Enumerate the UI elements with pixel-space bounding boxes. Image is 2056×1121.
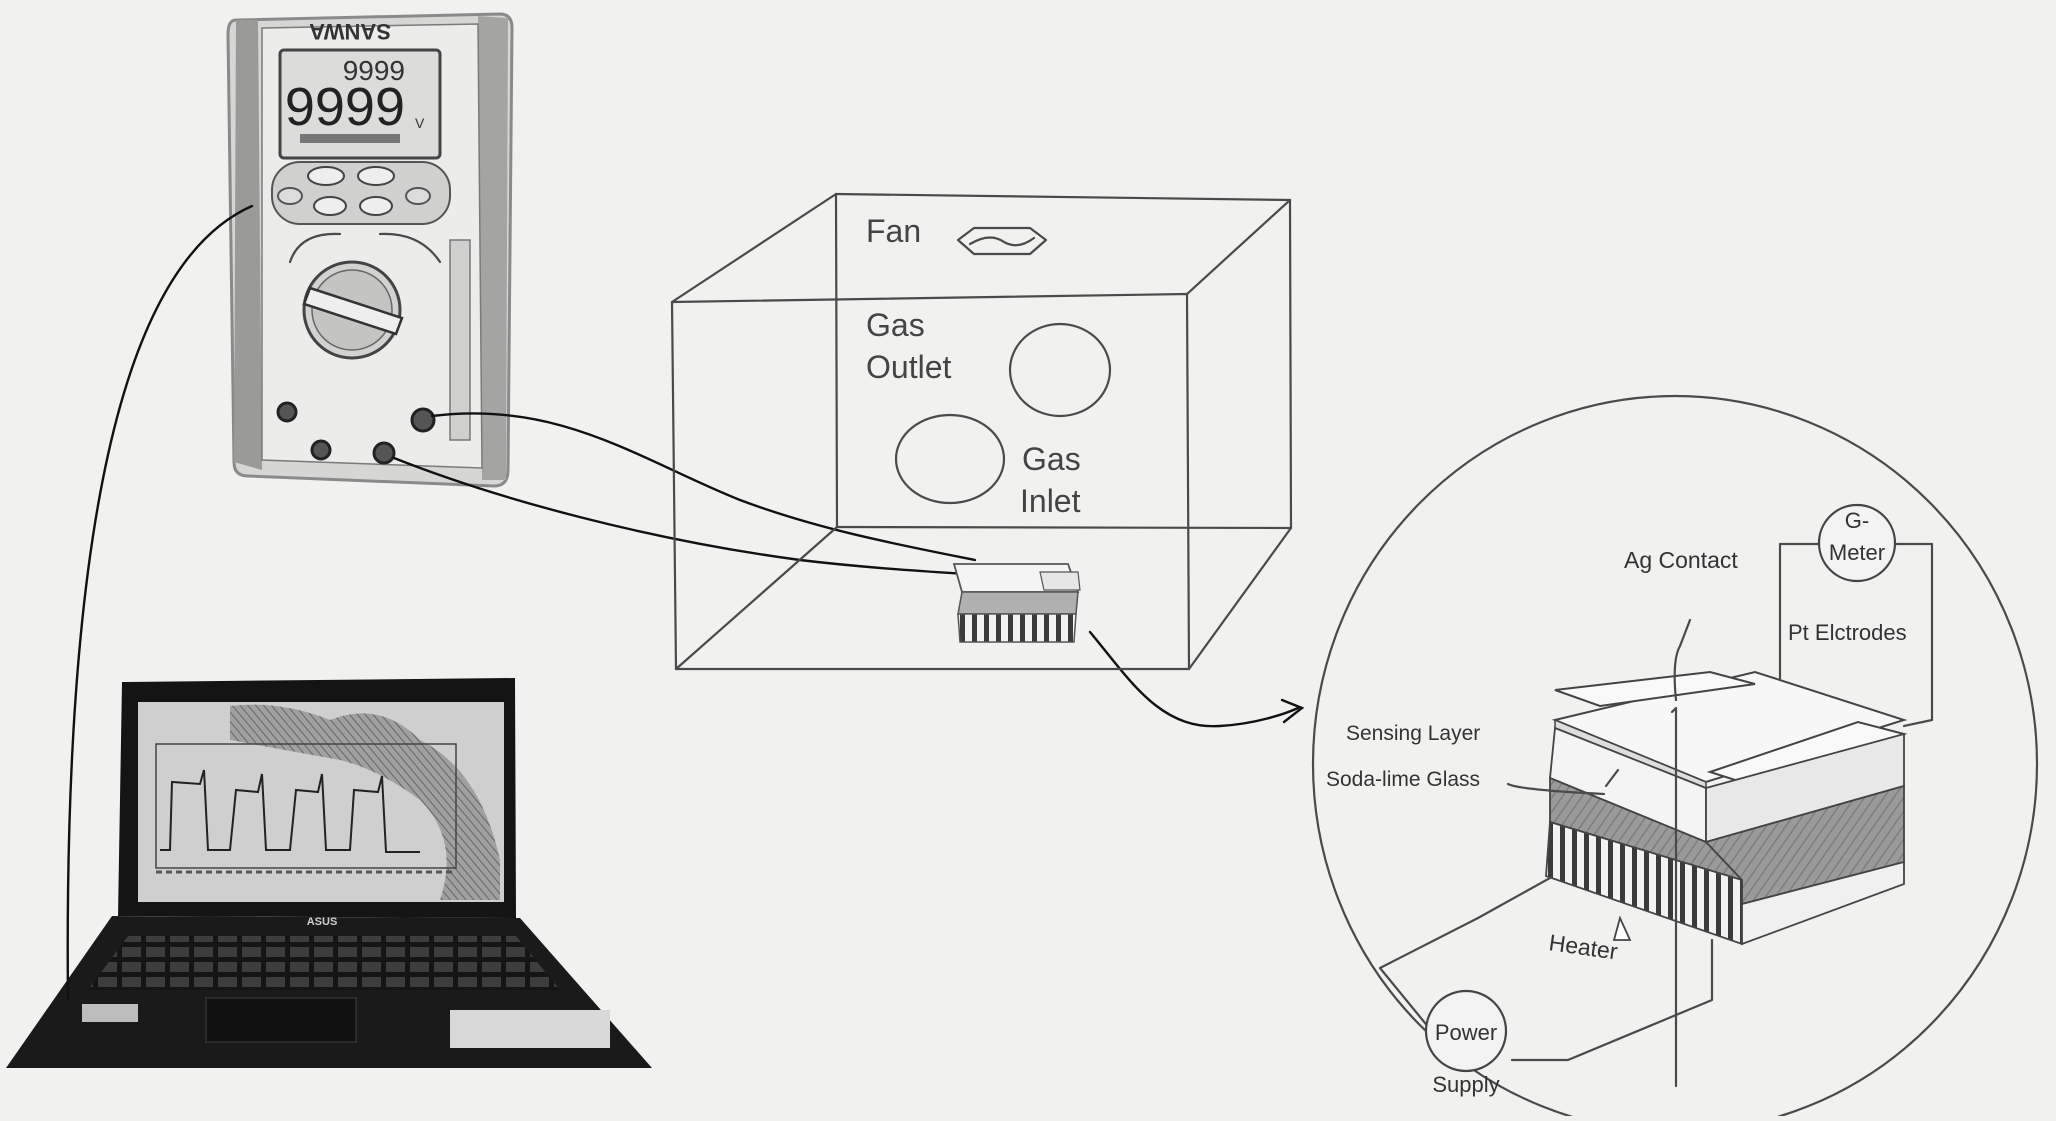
multimeter-button <box>405 187 431 205</box>
power-supply-icon <box>1424 989 1508 1073</box>
display-unit: V <box>415 115 425 131</box>
zoom-arrow <box>1088 630 1300 728</box>
multimeter-button <box>359 196 393 216</box>
supply-label: Supply <box>1432 1072 1499 1097</box>
laptop-keyboard <box>88 936 560 990</box>
g-meter-icon <box>1817 503 1897 583</box>
laptop-sticker <box>450 1010 610 1048</box>
terminal-jack <box>310 439 332 461</box>
multimeter-button <box>357 166 395 186</box>
ag-contact-leader <box>1673 618 1692 702</box>
pt-electrodes-label: Pt Elctrodes <box>1788 620 1907 645</box>
terminal-jack-com <box>372 441 396 465</box>
power-label: Power <box>1435 1020 1497 1045</box>
ag-contact-label: Ag Contact <box>1624 547 1738 573</box>
sensor-chip-small <box>952 563 1081 643</box>
g-meter-label-line1: G- <box>1845 508 1869 533</box>
fan-label: Fan <box>866 213 921 249</box>
gas-outlet-icon <box>1008 322 1112 418</box>
power-wire-left <box>1378 876 1552 1036</box>
dial-pointer <box>302 286 404 336</box>
wire-probe-red <box>430 412 977 562</box>
gas-outlet-label-line1: Gas <box>866 307 925 343</box>
multimeter: SANWA 9999 9999 V <box>226 12 514 488</box>
response-curve <box>160 769 420 853</box>
heater-pointer <box>1612 915 1632 941</box>
multimeter-brand: SANWA <box>309 19 391 44</box>
gas-inlet-label-line1: Gas <box>1022 441 1081 477</box>
multimeter-button <box>313 196 347 216</box>
multimeter-button <box>307 166 345 186</box>
soda-lime-glass-label: Soda-lime Glass <box>1326 768 1480 791</box>
g-meter-label-line2: Meter <box>1829 540 1885 565</box>
chamber-back-edges <box>834 192 1293 671</box>
wire-laptop-multimeter <box>66 204 254 1002</box>
gas-chamber: Fan Gas Outlet Gas Inlet <box>670 192 1293 671</box>
g-meter-wire-left <box>1778 542 1824 682</box>
glass-leader <box>1506 782 1606 796</box>
gas-inlet-label-line2: Inlet <box>1020 483 1081 519</box>
laptop-touchpad <box>205 997 357 1043</box>
terminal-jack-input <box>410 407 436 433</box>
heater-label: Heater <box>1547 929 1619 964</box>
sensor-zoom-detail: Ag Contact G- Meter Pt Elctrodes Sensing… <box>1312 395 2038 1121</box>
zoom-circle <box>1312 395 2038 1121</box>
power-wire-right <box>1510 938 1714 1062</box>
laptop: ASUS <box>6 678 652 1068</box>
multimeter-button <box>277 187 303 205</box>
display-small-reading: 9999 <box>343 55 405 86</box>
gas-inlet-icon <box>894 413 1006 505</box>
terminal-jack <box>276 401 298 423</box>
laptop-sticker <box>82 1004 138 1022</box>
ag-contact-left <box>1554 670 1756 708</box>
laptop-brand: ASUS <box>307 916 338 928</box>
display-bargraph <box>300 134 400 143</box>
gas-outlet-label-line2: Outlet <box>866 349 951 385</box>
sensing-layer-label: Sensing Layer <box>1346 722 1480 745</box>
display-large-reading: 9999 <box>285 77 405 137</box>
g-meter-wire-right <box>1890 542 1934 728</box>
fan-icon <box>956 226 1048 256</box>
multimeter-display <box>278 48 442 160</box>
